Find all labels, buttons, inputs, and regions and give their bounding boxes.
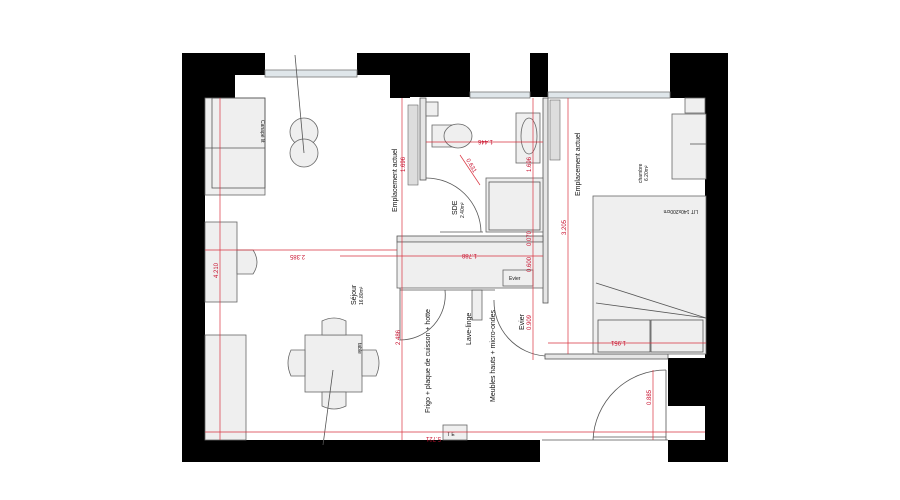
window (264, 69, 358, 78)
dim-0070: 0.070 (527, 230, 533, 246)
table-label: table (356, 343, 362, 354)
entrance-door (592, 369, 667, 441)
window (469, 91, 531, 99)
dimension-labels: 4.210 2.385 1.696 1.696 1.446 0.631 1.78… (214, 138, 653, 441)
room-sejour-area: 16.80m² (359, 286, 365, 305)
partition-chambre (544, 353, 669, 360)
dim-1446: 1.446 (477, 138, 493, 144)
te-box (442, 424, 468, 441)
room-chambre-name: chambre (638, 163, 644, 183)
sofa-bed: Canapé lit (204, 97, 266, 196)
round-stools (289, 54, 319, 168)
dim-1951: 1.951 (610, 339, 626, 345)
sink-label: Evier (509, 276, 521, 282)
room-chambre-area: 6.20m² (644, 165, 650, 181)
bed-label: LIT 140x200cm (664, 208, 698, 214)
note-emplacement-right: Emplacement actuel (575, 132, 582, 196)
dim-3205: 3.205 (562, 219, 568, 235)
note-frigo: Frigo + plaque de cuisson + hotte (425, 309, 432, 413)
dim-0631: 0.631 (464, 158, 477, 175)
room-sde-name: SDE (452, 200, 459, 215)
room-labels: Séjour 16.80m² SDE 2.40m² chambre 6.20m² (351, 163, 650, 305)
window (547, 91, 671, 99)
wardrobe (671, 97, 707, 180)
note-meubles: Meubles hauts + micro-ondes (490, 309, 497, 402)
dim-1696a: 1.696 (401, 156, 407, 172)
dim-2486: 2.486 (396, 329, 402, 345)
dim-1788: 1.788 (461, 252, 477, 258)
sofa-label: Canapé lit (259, 120, 265, 143)
dim-0600: 0.600 (527, 256, 533, 272)
note-evier: Evier (519, 313, 526, 330)
dimension-lines (205, 98, 706, 440)
dim-4210: 4.210 (214, 262, 220, 278)
dim-0909: 0.909 (527, 314, 533, 330)
partition-sde-right (542, 97, 549, 304)
room-sejour-name: Séjour (351, 284, 358, 305)
bed: LIT 140x200cm (592, 195, 707, 355)
annotations: Emplacement actuel Emplacement actuel Fr… (392, 132, 582, 413)
kitchen-units: Evier (396, 241, 546, 357)
dim-2385: 2.385 (289, 253, 305, 259)
note-emplacement-left: Emplacement actuel (392, 148, 399, 212)
cabinet (204, 334, 247, 441)
dim-0885: 0.885 (647, 389, 653, 405)
dining-table: table (287, 317, 380, 446)
dim-1696b: 1.696 (527, 156, 533, 172)
room-sde-area: 2.40m² (460, 202, 466, 218)
walls (182, 53, 728, 462)
dim-5721: 5.721 (425, 435, 441, 441)
desk (204, 221, 258, 303)
bathroom-fixtures (407, 99, 561, 233)
te-label: T E (447, 432, 455, 438)
partition-sde-left (419, 97, 427, 181)
partition-kitchen (396, 235, 544, 243)
note-lave-linge: Lave-linge (466, 313, 473, 345)
